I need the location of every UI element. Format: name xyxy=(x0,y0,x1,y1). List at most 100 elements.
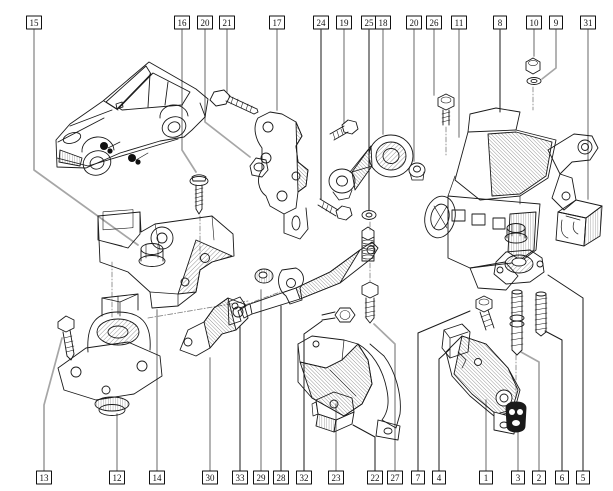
hex-bolt xyxy=(57,315,75,361)
callout-box-26[interactable] xyxy=(426,15,442,30)
leader-line-9 xyxy=(541,29,557,80)
flanged-nut-right xyxy=(504,223,528,244)
callout-box-7[interactable] xyxy=(411,470,425,485)
callout-box-24[interactable] xyxy=(313,15,329,30)
callout-box-3[interactable] xyxy=(511,470,525,485)
bellows-stud xyxy=(361,226,375,262)
short-bolt xyxy=(321,307,356,323)
leader-line-22 xyxy=(352,424,376,472)
callout-box-29[interactable] xyxy=(253,470,269,485)
callout-number-22: 22 xyxy=(371,473,380,483)
callout-number-13: 13 xyxy=(40,473,50,483)
callout-box-27[interactable] xyxy=(387,470,403,485)
callout-number-20: 20 xyxy=(410,18,420,28)
callout-number-12: 12 xyxy=(113,473,122,483)
callout-box-16[interactable] xyxy=(174,15,190,30)
leader-line-6 xyxy=(544,330,563,472)
callout-number-28: 28 xyxy=(277,473,287,483)
double-end-stud xyxy=(509,289,525,356)
callout-number-19: 19 xyxy=(340,18,350,28)
callout-box-22[interactable] xyxy=(367,470,383,485)
support-bracket-plate xyxy=(254,111,309,240)
callout-box-9[interactable] xyxy=(549,15,563,30)
wing-clip xyxy=(278,267,304,305)
callout-box-15[interactable] xyxy=(26,15,42,30)
top-washer xyxy=(526,77,542,85)
callout-number-4: 4 xyxy=(437,473,442,483)
upper-mount-bracket xyxy=(97,209,235,309)
callout-number-33: 33 xyxy=(236,473,246,483)
callout-number-14: 14 xyxy=(153,473,163,483)
callout-box-2[interactable] xyxy=(532,470,546,485)
callout-box-11[interactable] xyxy=(451,15,467,30)
grommet xyxy=(254,268,274,284)
callout-number-15: 15 xyxy=(30,18,40,28)
bolt-19 xyxy=(329,119,359,141)
leader-line-20 xyxy=(204,29,251,158)
callout-number-32: 32 xyxy=(300,473,309,483)
callout-box-23[interactable] xyxy=(328,470,344,485)
bolt-24 xyxy=(317,198,353,221)
callout-box-28[interactable] xyxy=(273,470,289,485)
callout-box-20[interactable] xyxy=(197,15,213,30)
rubber-damper xyxy=(505,401,527,433)
axis-lines xyxy=(111,86,534,399)
callout-box-8[interactable] xyxy=(493,15,507,30)
leader-line-2 xyxy=(520,351,540,472)
callout-box-13[interactable] xyxy=(36,470,52,485)
callout-number-21: 21 xyxy=(223,18,232,28)
callout-box-12[interactable] xyxy=(109,470,125,485)
small-bracket xyxy=(311,391,355,433)
callout-box-31[interactable] xyxy=(580,15,596,30)
spacer-nut xyxy=(408,162,426,181)
car-silhouette xyxy=(55,61,209,176)
long-hex-bolt xyxy=(209,89,259,115)
callout-box-18[interactable] xyxy=(375,15,391,30)
callout-box-30[interactable] xyxy=(202,470,218,485)
leader-line-32 xyxy=(303,320,323,472)
rod-end-clip xyxy=(227,296,247,326)
callout-number-9: 9 xyxy=(554,18,559,28)
gearbox-mount-assembly xyxy=(424,107,599,291)
callout-number-27: 27 xyxy=(391,473,401,483)
callout-box-4[interactable] xyxy=(432,470,446,485)
bracket-bolt xyxy=(475,295,495,331)
stay-rod xyxy=(239,241,379,319)
callout-number-3: 3 xyxy=(516,473,521,483)
down-bolt xyxy=(361,281,379,324)
callout-box-17[interactable] xyxy=(269,15,285,30)
callout-box-10[interactable] xyxy=(526,15,542,30)
rubber-stop-block xyxy=(555,199,603,247)
callout-box-5[interactable] xyxy=(576,470,590,485)
leader-line-7 xyxy=(417,310,471,472)
callout-number-8: 8 xyxy=(498,18,503,28)
leader-line-15 xyxy=(33,29,139,246)
washer-25 xyxy=(361,210,377,220)
callout-number-6: 6 xyxy=(560,473,565,483)
callout-number-20: 20 xyxy=(201,18,211,28)
callout-number-11: 11 xyxy=(455,18,464,28)
callout-number-25: 25 xyxy=(365,18,375,28)
callout-number-26: 26 xyxy=(430,18,440,28)
callout-box-6[interactable] xyxy=(555,470,569,485)
callout-number-18: 18 xyxy=(379,18,389,28)
callout-box-19[interactable] xyxy=(336,15,352,30)
lower-torque-bracket xyxy=(297,335,401,441)
callout-number-24: 24 xyxy=(317,18,327,28)
callout-box-20[interactable] xyxy=(406,15,422,30)
callout-box-21[interactable] xyxy=(219,15,235,30)
callout-number-23: 23 xyxy=(332,473,342,483)
callout-box-14[interactable] xyxy=(149,470,165,485)
callout-number-7: 7 xyxy=(416,473,421,483)
callout-box-32[interactable] xyxy=(296,470,312,485)
leader-line-5 xyxy=(547,274,584,472)
callout-number-30: 30 xyxy=(206,473,216,483)
top-nut xyxy=(525,57,541,75)
callout-box-1[interactable] xyxy=(479,470,493,485)
callout-box-33[interactable] xyxy=(232,470,248,485)
engine-mount-markers xyxy=(100,142,141,165)
hex-nut xyxy=(249,157,269,178)
